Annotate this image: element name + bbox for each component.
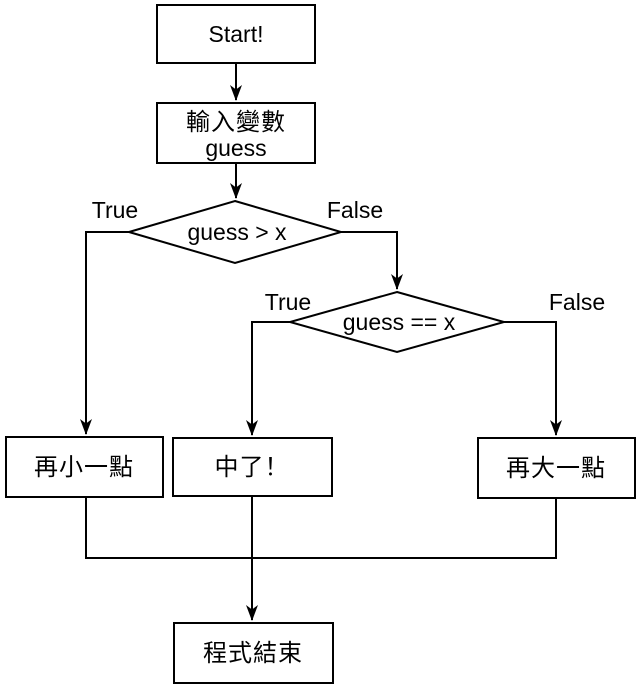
guess-bigger-node-label: 再大一點	[506, 455, 606, 482]
program-end-node	[173, 622, 334, 684]
decision-guess-gt-x-node	[125, 199, 345, 265]
edge-decision1-false	[341, 231, 403, 290]
guess-bigger-node	[477, 437, 636, 499]
guess-smaller-node	[5, 436, 164, 498]
input-guess-node	[156, 102, 316, 164]
edge-decision2-false	[504, 321, 562, 436]
decision2-true-label: True	[265, 289, 311, 315]
correct-guess-node	[172, 437, 333, 497]
program-end-node-label: 程式結束	[203, 640, 303, 667]
start-node	[156, 4, 316, 64]
input-guess-node-label-line1: 輸入變數	[186, 109, 286, 136]
decision1-false-label: False	[327, 197, 383, 223]
edge-decision2-true	[246, 321, 290, 436]
edge-decision1-true	[80, 231, 129, 435]
decision-guess-eq-x-label: guess == x	[343, 309, 456, 335]
guess-smaller-node-label: 再小一點	[34, 454, 134, 481]
decision2-false-label: False	[549, 289, 605, 315]
decision1-true-label: True	[92, 197, 138, 223]
decision-guess-gt-x-label: guess > x	[187, 219, 287, 245]
edge-join-bus	[85, 497, 557, 559]
decision-guess-eq-x-node	[286, 290, 508, 354]
start-node-label: Start!	[209, 21, 264, 47]
input-guess-node-label-line2: guess	[205, 135, 266, 161]
correct-guess-node-label: 中了！	[215, 454, 290, 481]
